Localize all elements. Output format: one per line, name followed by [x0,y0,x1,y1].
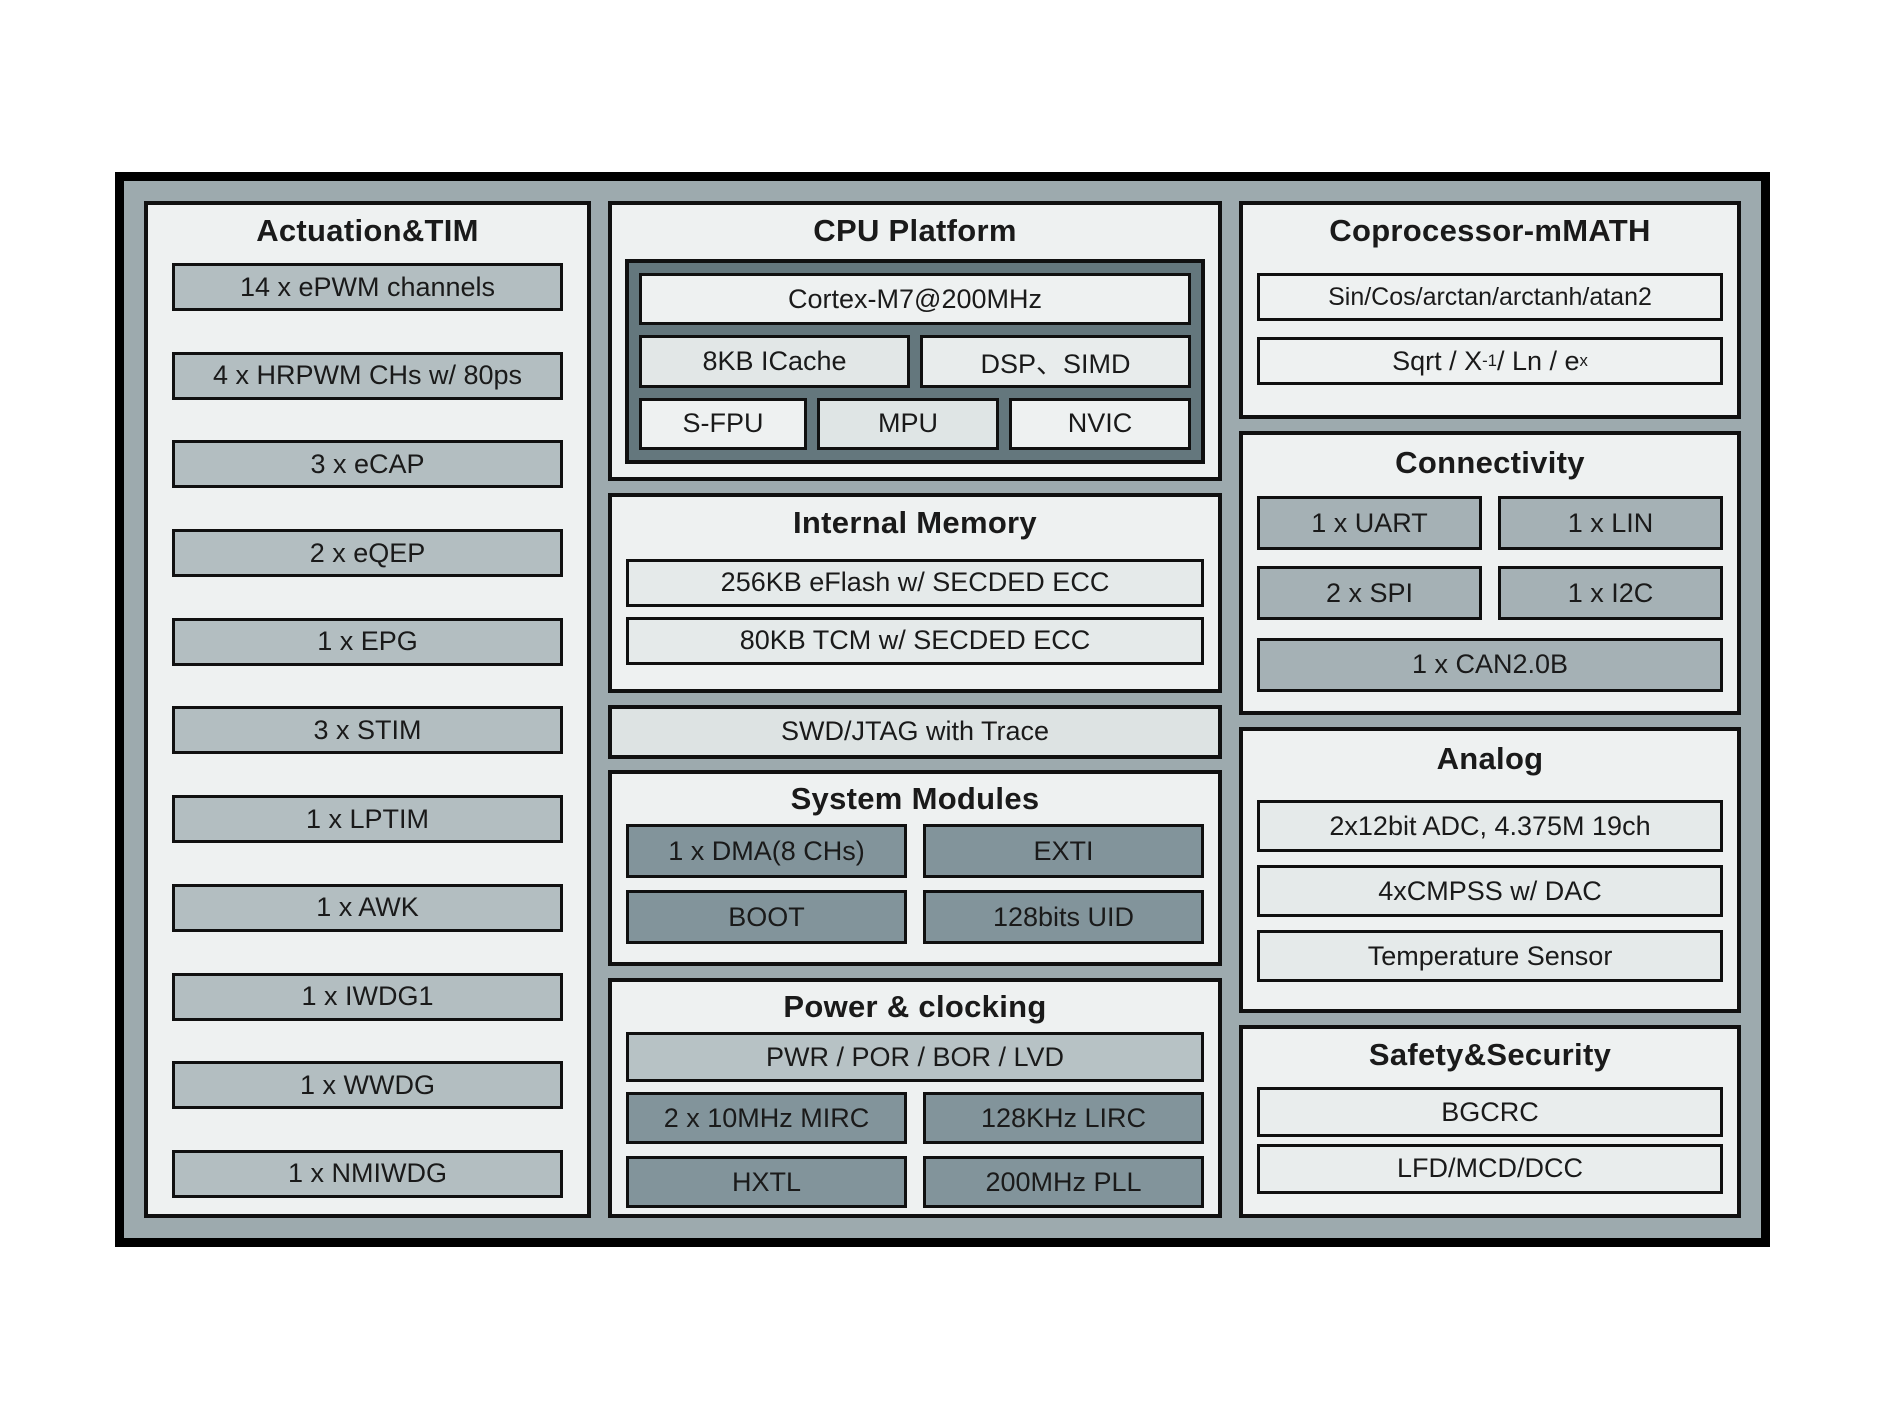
coprocessor-title: Coprocessor-mMATH [1329,213,1651,248]
mirc-box: 2 x 10MHz MIRC [626,1092,907,1144]
safety-title: Safety&Security [1368,1037,1612,1072]
trig-functions-box: Sin/Cos/arctan/arctanh/atan2 [1257,273,1723,321]
cpu-platform-panel: CPU Platform Cortex-M7@200MHz 8KB ICache… [608,201,1222,481]
bgcrc-box: BGCRC [1257,1087,1723,1138]
item-epg: 1 x EPG [172,617,563,666]
item-eqep: 2 x eQEP [172,529,563,578]
item-nmiwdg: 1 x NMIWDG [172,1149,563,1198]
column-middle: CPU Platform Cortex-M7@200MHz 8KB ICache… [608,201,1222,1218]
item-epwm-channels: 14 x ePWM channels [172,263,563,311]
sfpu-box: S-FPU [639,397,807,450]
column-left: Actuation&TIM 14 x ePWM channels 4 x HRP… [144,201,591,1218]
dsp-simd-box: DSP、SIMD [920,335,1191,388]
power-clocking-panel: Power & clocking PWR / POR / BOR / LVD 2… [608,978,1222,1218]
exti-box: EXTI [923,824,1204,879]
analog-panel: Analog 2x12bit ADC, 4.375M 19ch 4xCMPSS … [1239,727,1741,1013]
actuation-panel: Actuation&TIM 14 x ePWM channels 4 x HRP… [144,201,591,1218]
item-awk: 1 x AWK [172,883,563,932]
dma-box: 1 x DMA(8 CHs) [626,824,907,879]
lfd-mcd-dcc-box: LFD/MCD/DCC [1257,1143,1723,1194]
connectivity-title: Connectivity [1395,445,1585,480]
analog-title: Analog [1436,741,1544,776]
connectivity-grid: 1 x UART 1 x LIN 2 x SPI 1 x I2C [1257,496,1723,621]
nvic-box: NVIC [1008,397,1191,450]
hxtl-box: HXTL [626,1156,907,1208]
column-right: Coprocessor-mMATH Sin/Cos/arctan/arctanh… [1239,201,1741,1218]
internal-memory-title: Internal Memory [793,504,1037,540]
cpu-platform-title: CPU Platform [813,213,1017,248]
sqrt-text-1: Sqrt / X [1392,345,1483,376]
power-clocking-title: Power & clocking [783,989,1047,1024]
uid-box: 128bits UID [923,890,1204,945]
eflash-box: 256KB eFlash w/ SECDED ECC [626,558,1204,607]
connectivity-panel: Connectivity 1 x UART 1 x LIN 2 x SPI 1 … [1239,431,1741,715]
item-ecap: 3 x eCAP [172,440,563,489]
actuation-title: Actuation&TIM [256,213,479,248]
icache-box: 8KB ICache [639,335,910,388]
tcm-box: 80KB TCM w/ SECDED ECC [626,616,1204,665]
chip-block-diagram: Actuation&TIM 14 x ePWM channels 4 x HRP… [115,172,1770,1247]
system-modules-grid: 1 x DMA(8 CHs) EXTI BOOT 128bits UID [612,824,1218,945]
item-stim: 3 x STIM [172,706,563,755]
sqrt-sup-2: x [1579,351,1588,370]
power-grid: 2 x 10MHz MIRC 128KHz LIRC HXTL 200MHz P… [626,1092,1204,1208]
uart-box: 1 x UART [1257,496,1482,551]
internal-memory-panel: Internal Memory 256KB eFlash w/ SECDED E… [608,492,1222,693]
cpu-core-container: Cortex-M7@200MHz 8KB ICache DSP、SIMD S-F… [625,259,1205,464]
pll-box: 200MHz PLL [923,1156,1204,1208]
actuation-body: 14 x ePWM channels 4 x HRPWM CHs w/ 80ps… [148,257,587,1214]
cmpss-box: 4xCMPSS w/ DAC [1257,865,1723,917]
temp-sensor-box: Temperature Sensor [1257,930,1723,982]
i2c-box: 1 x I2C [1498,566,1723,621]
adc-box: 2x12bit ADC, 4.375M 19ch [1257,800,1723,852]
boot-box: BOOT [626,890,907,945]
lirc-box: 128KHz LIRC [923,1092,1204,1144]
sqrt-sup-1: -1 [1482,351,1497,370]
item-wwdg: 1 x WWDG [172,1061,563,1110]
spi-box: 2 x SPI [1257,566,1482,621]
coprocessor-panel: Coprocessor-mMATH Sin/Cos/arctan/arctanh… [1239,201,1741,419]
pwr-por-bor-lvd-box: PWR / POR / BOR / LVD [626,1032,1204,1082]
item-hrpwm: 4 x HRPWM CHs w/ 80ps [172,351,563,400]
can-box: 1 x CAN2.0B [1257,637,1723,692]
item-iwdg1: 1 x IWDG1 [172,972,563,1021]
sqrt-text-2: / Ln / e [1496,345,1580,376]
system-modules-title: System Modules [790,781,1040,817]
internal-memory-body: 256KB eFlash w/ SECDED ECC 80KB TCM w/ S… [612,549,1218,689]
item-lptim: 1 x LPTIM [172,795,563,844]
swd-jtag-bar: SWD/JTAG with Trace [608,704,1222,759]
lin-box: 1 x LIN [1498,496,1723,551]
mpu-box: MPU [816,397,999,450]
safety-panel: Safety&Security BGCRC LFD/MCD/DCC [1239,1025,1741,1218]
system-modules-panel: System Modules 1 x DMA(8 CHs) EXTI BOOT … [608,770,1222,967]
cpu-core-box: Cortex-M7@200MHz [639,273,1191,326]
